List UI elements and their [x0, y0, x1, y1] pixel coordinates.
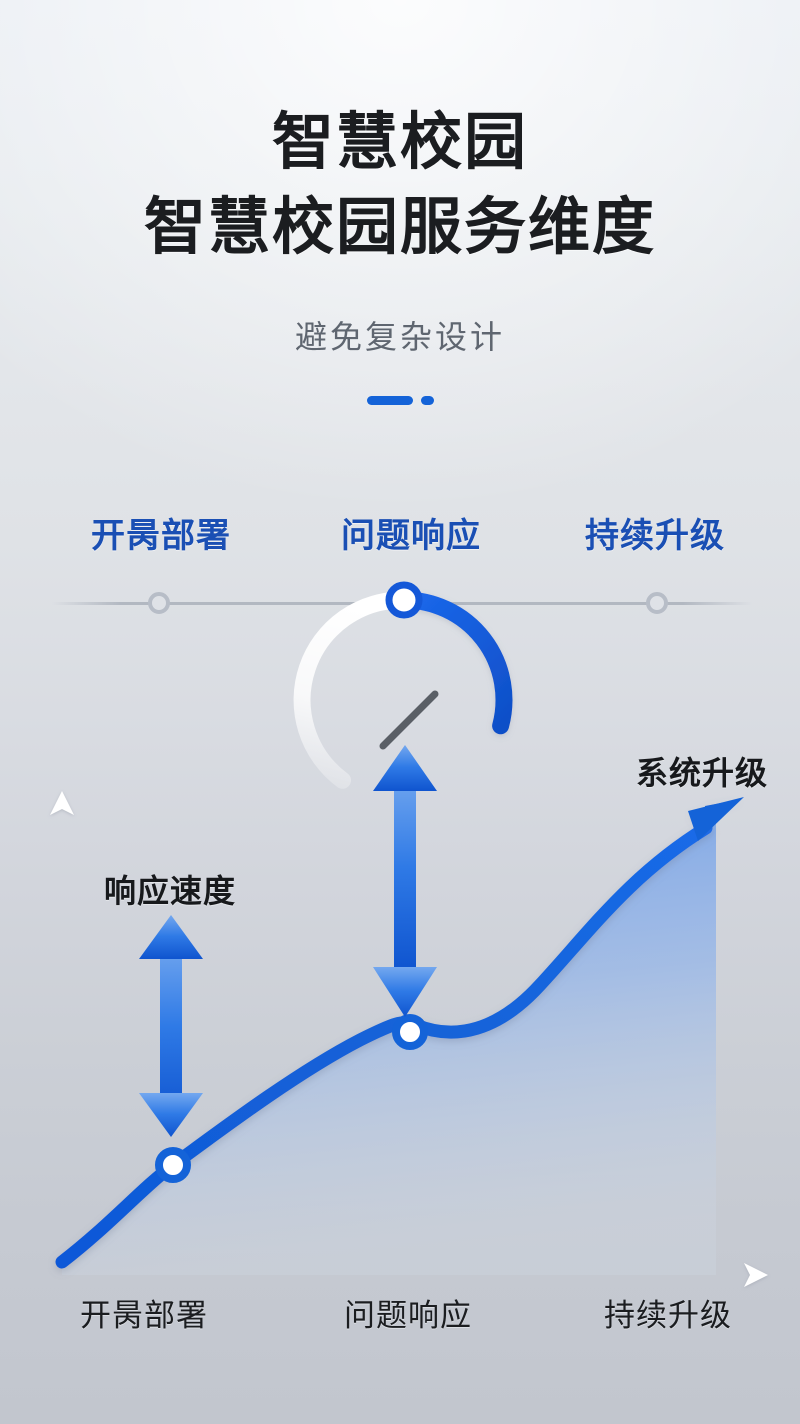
divider-bar-long — [366, 396, 413, 405]
divider-bar-short — [420, 396, 434, 405]
chart-x-axis-labels: 开昺部署 问题响应 持续升级 — [0, 1290, 800, 1340]
page-title-line-1: 智慧校园 — [271, 108, 528, 177]
stepper-dot-upgrade[interactable] — [646, 592, 668, 614]
gauge-widget — [279, 575, 529, 825]
title-divider — [0, 396, 800, 405]
gauge-arc-filled — [395, 591, 513, 735]
chart-area-fill — [62, 819, 716, 1275]
stepper-label-response[interactable]: 问题响应 — [341, 517, 481, 555]
double-arrow-response-speed — [139, 915, 203, 1137]
stepper-dot-deployment[interactable] — [148, 592, 170, 614]
stepper-label-deployment[interactable]: 开昺部署 — [91, 517, 231, 555]
gauge-needle — [379, 690, 439, 750]
chart-x-axis-arrowhead — [744, 1263, 768, 1287]
chart-y-axis-arrowhead — [50, 791, 74, 815]
chart-data-point-deployment[interactable] — [155, 1147, 191, 1183]
chart-series-arrowhead-body — [688, 797, 744, 841]
gauge-arc-empty — [293, 591, 413, 789]
double-arrow-problem-response — [373, 745, 437, 1017]
axis-label-upgrade: 持续升级 — [604, 1298, 732, 1333]
gauge-knob-active-step[interactable] — [385, 581, 423, 619]
page-title-line-2: 智慧校园服务维度 — [143, 193, 656, 262]
annotation-system-upgrade: 系统升级 — [636, 755, 769, 791]
growth-area-chart — [0, 735, 800, 1315]
axis-label-response: 问题响应 — [344, 1298, 472, 1333]
stepper: 开昺部署 问题响应 持续升级 — [0, 508, 800, 558]
page-subtitle: 避免复杂设计 — [294, 319, 505, 355]
stepper-label-upgrade[interactable]: 持续升级 — [585, 517, 725, 555]
annotation-response-speed: 响应速度 — [104, 873, 237, 909]
chart-data-point-response[interactable] — [392, 1014, 428, 1050]
axis-label-deployment: 开昺部署 — [80, 1298, 208, 1333]
